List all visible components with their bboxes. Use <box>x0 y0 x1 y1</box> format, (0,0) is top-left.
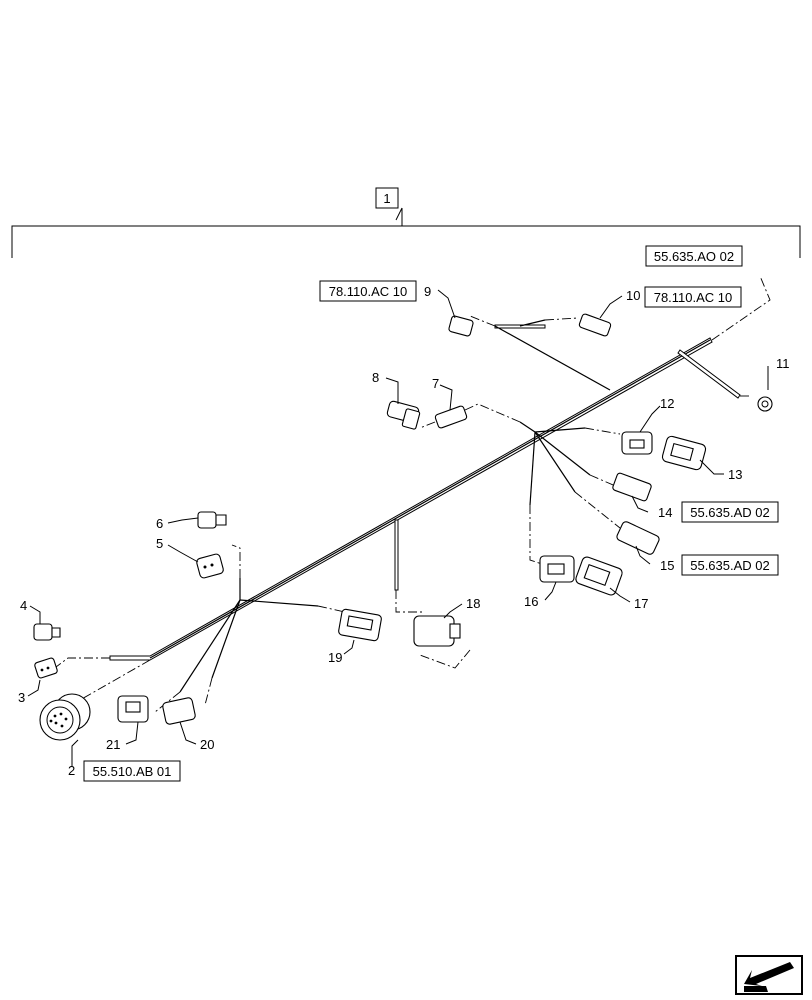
item-11: 11 <box>776 356 790 371</box>
connector-9 <box>448 315 474 337</box>
connector-8 <box>386 400 421 430</box>
leader-lines <box>27 289 769 766</box>
connector-6 <box>197 511 227 529</box>
connector-17 <box>575 556 623 596</box>
item-12: 12 <box>660 396 674 411</box>
connector-12 <box>621 431 653 455</box>
connector-10 <box>578 313 612 337</box>
navigation-arrow-box <box>735 955 803 995</box>
ref-top: 55.635.AO 02 <box>654 249 734 264</box>
ref-item-15: 55.635.AD 02 <box>690 558 770 573</box>
connector-20 <box>162 697 196 725</box>
connector-13 <box>661 435 707 471</box>
arrow-icon <box>744 962 794 986</box>
item-15: 15 <box>660 558 674 573</box>
connector-19 <box>338 608 382 642</box>
item-2: 2 <box>68 763 75 778</box>
item-17: 17 <box>634 596 648 611</box>
item-16: 16 <box>524 594 538 609</box>
item-10: 10 <box>626 288 640 303</box>
connector-5 <box>196 553 224 579</box>
item-9: 9 <box>424 284 431 299</box>
item-4: 4 <box>20 598 27 613</box>
connector-7 <box>434 405 468 429</box>
item-13: 13 <box>728 467 742 482</box>
item-numbers: 2 3 4 5 6 7 8 9 10 11 12 13 14 15 16 17 … <box>18 284 790 778</box>
connector-18 <box>413 615 461 647</box>
connector-21 <box>117 695 149 723</box>
connector-4 <box>33 623 61 641</box>
connector-2 <box>39 693 91 741</box>
item-7: 7 <box>432 376 439 391</box>
ring-terminal-11 <box>757 396 773 412</box>
assembly-bracket: 1 <box>11 187 801 258</box>
harness-trunk <box>51 275 771 713</box>
connector-14 <box>612 472 652 502</box>
item-8: 8 <box>372 370 379 385</box>
ref-item-2: 55.510.AB 01 <box>93 764 172 779</box>
item-6: 6 <box>156 516 163 531</box>
connector-3 <box>34 657 58 679</box>
item-14: 14 <box>658 505 672 520</box>
reference-boxes: 55.635.AO 02 78.110.AC 10 78.110.AC 10 5… <box>83 245 779 782</box>
ref-item-14: 55.635.AD 02 <box>690 505 770 520</box>
item-3: 3 <box>18 690 25 705</box>
ref-item-10: 78.110.AC 10 <box>654 290 733 305</box>
item-18: 18 <box>466 596 480 611</box>
item-21: 21 <box>106 737 120 752</box>
connector-15 <box>616 521 660 555</box>
item-19: 19 <box>328 650 342 665</box>
item-20: 20 <box>200 737 214 752</box>
connector-16 <box>539 555 575 583</box>
ref-item-9: 78.110.AC 10 <box>329 284 408 299</box>
item-5: 5 <box>156 536 163 551</box>
assembly-label: 1 <box>383 191 390 206</box>
